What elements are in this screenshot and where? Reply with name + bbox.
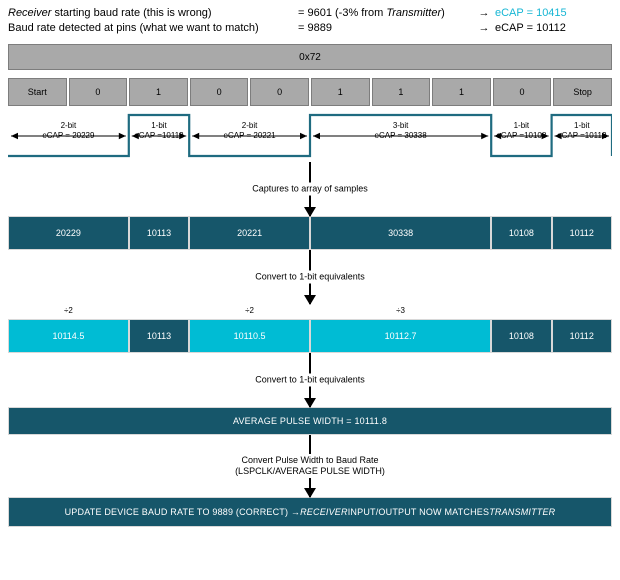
capture-cell: 10108: [491, 216, 552, 250]
final-receiver-keyword: RECEIVER: [300, 507, 348, 517]
bit-cell: Stop: [553, 78, 612, 106]
final-text-part1: UPDATE DEVICE BAUD RATE TO 9889 (CORRECT…: [64, 507, 301, 517]
normalized-cell: 10110.5: [189, 319, 310, 353]
flow-label-captures: Captures to array of samples: [246, 182, 374, 196]
bit-cell: 0: [68, 78, 128, 106]
header-value-receiver: = 9601 (-3% from Transmitter): [298, 6, 473, 21]
header-row-detected: Baud rate detected at pins (what we want…: [8, 21, 612, 36]
bit-cell: 1: [432, 78, 491, 106]
pulse-measure-arrow: [11, 132, 126, 140]
pulse-measure-arrow: [131, 132, 187, 140]
divisor-label: [552, 304, 612, 317]
flow-arrowhead-icon: [304, 207, 316, 217]
pulse-ecap-label: eCAP = 20221: [223, 131, 276, 140]
normalized-cell: 10114.5: [8, 319, 129, 353]
header-desc-text: starting baud rate (this is wrong): [51, 7, 212, 19]
divisor-label-row: ÷2 ÷2 ÷3: [8, 304, 612, 317]
pulse-bit-width-label: 2-bit: [60, 121, 77, 130]
bit-cell: 1: [129, 78, 188, 106]
flow-arrow-convert-1: Convert to 1-bit equivalents: [0, 250, 620, 305]
receiver-keyword: Receiver: [8, 7, 52, 19]
capture-cell: 20221: [189, 216, 310, 250]
pulse-bit-width-label: 3-bit: [392, 121, 409, 130]
bit-cell: 0: [492, 78, 552, 106]
byte-value-bar: 0x72: [8, 44, 612, 70]
divisor-label: ÷2: [245, 306, 254, 315]
flow-label-baud: Convert Pulse Width to Baud Rate (LSPCLK…: [229, 454, 391, 478]
waveform-path: [8, 113, 612, 158]
header-ecap-receiver: eCAP = 10415: [495, 7, 567, 19]
divisor-label: ÷3: [396, 306, 405, 315]
normalized-cell: 10113: [128, 319, 190, 353]
flow-label-convert-1: Convert to 1-bit equivalents: [249, 270, 371, 284]
flow-arrow-baud: Convert Pulse Width to Baud Rate (LSPCLK…: [0, 435, 620, 498]
header-value-detected: = 9889: [298, 22, 332, 34]
header-desc-receiver: Receiver starting baud rate (this is wro…: [8, 6, 298, 21]
capture-cell: 30338: [309, 216, 492, 250]
normalized-cell: 10112: [551, 319, 612, 353]
bit-cell: Start: [8, 78, 67, 106]
flow-arrowhead-icon: [304, 398, 316, 408]
pulse-ecap-label: eCAP =10108: [496, 131, 547, 140]
pulse-bit-width-label: 1-bit: [574, 121, 590, 130]
flow-arrow-convert-2: Convert to 1-bit equivalents: [0, 353, 620, 408]
uart-waveform-svg: [8, 113, 612, 158]
header-value-pre: = 9601 (-3% from: [298, 7, 387, 19]
header-arrow-2: →: [478, 22, 490, 34]
flow-label-baud-line1: Convert Pulse Width to Baud Rate: [241, 455, 379, 465]
header-summary: Receiver starting baud rate (this is wro…: [0, 0, 620, 38]
final-result-bar: UPDATE DEVICE BAUD RATE TO 9889 (CORRECT…: [8, 497, 612, 527]
header-arrow-1: →: [478, 7, 490, 19]
capture-cell: 10113: [128, 216, 190, 250]
pulse-measure-arrow: [494, 132, 549, 140]
flow-arrow-captures: Captures to array of samples: [0, 162, 620, 217]
final-transmitter-keyword: TRANSMITTER: [489, 507, 556, 517]
average-pulse-width-bar: AVERAGE PULSE WIDTH = 10111.8: [8, 407, 612, 435]
capture-cell: 20229: [8, 216, 129, 250]
pulse-measure-arrow: [554, 132, 609, 140]
pulse-measure-arrow: [192, 132, 307, 140]
bit-cell: 0: [250, 78, 309, 106]
flow-label-convert-2: Convert to 1-bit equivalents: [249, 373, 371, 387]
bit-cell: 1: [371, 78, 431, 106]
header-desc-detected: Baud rate detected at pins (what we want…: [8, 22, 259, 34]
pulse-bit-width-label: 2-bit: [241, 121, 258, 130]
flow-arrowhead-icon: [304, 295, 316, 305]
pulse-ecap-label: eCAP =10113: [134, 131, 184, 140]
header-value-post: ): [441, 7, 445, 19]
pulse-bit-width-label: 1-bit: [513, 121, 530, 130]
flow-arrowhead-icon: [304, 488, 316, 498]
pulse-ecap-label: eCAP =10112: [557, 131, 607, 140]
pulse-measure-arrow: [313, 132, 489, 140]
final-text-part2: INPUT/OUTPUT NOW MATCHES: [347, 507, 490, 517]
pulse-bit-width-label: 1-bit: [151, 121, 167, 130]
flow-label-baud-line2: (LSPCLK/AVERAGE PULSE WIDTH): [235, 466, 385, 476]
pulse-ecap-label: eCAP = 30338: [374, 131, 427, 140]
header-ecap-detected: eCAP = 10112: [495, 22, 566, 34]
normalized-cell: 10108: [491, 319, 552, 353]
divisor-label: ÷2: [63, 306, 73, 315]
normalized-cell: 10112.7: [309, 319, 492, 353]
divisor-label: [129, 304, 189, 317]
bit-cell: 0: [189, 78, 249, 106]
transmitter-keyword: Transmitter: [386, 7, 442, 19]
header-row-receiver: Receiver starting baud rate (this is wro…: [8, 6, 612, 21]
bit-cell: 1: [310, 78, 370, 106]
pulse-ecap-label: eCAP = 20229: [42, 131, 95, 140]
divisor-label: [491, 304, 551, 317]
capture-cell: 10112: [551, 216, 612, 250]
